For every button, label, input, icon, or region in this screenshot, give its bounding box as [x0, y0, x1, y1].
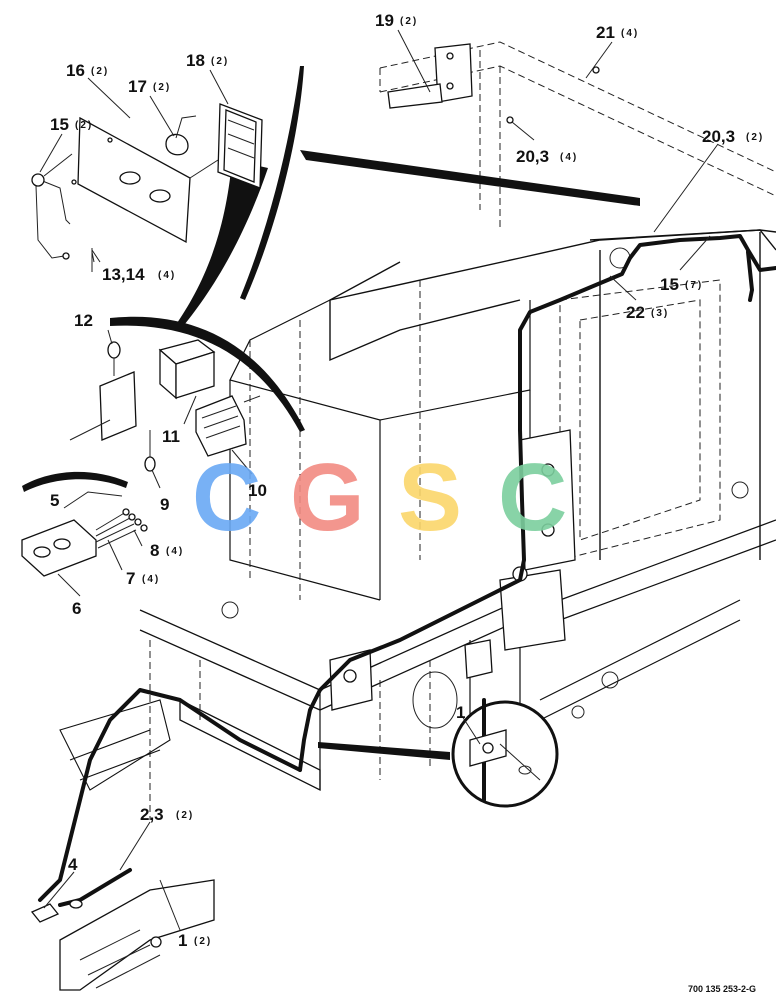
- callout-13-14-qty: (4): [158, 270, 176, 281]
- watermark-letter-4: C: [498, 444, 567, 551]
- watermark-letter-1: C: [192, 444, 261, 551]
- callout-17-qty: (2): [153, 82, 171, 93]
- leader-lines: [39, 29, 719, 931]
- machine-frame: [59, 41, 776, 820]
- watermark-letter-2: G: [290, 444, 365, 551]
- callout-20-3-right: 20,3: [702, 127, 735, 146]
- callout-8-qty: (4): [166, 546, 184, 557]
- callout-15-bracket-qty: (2): [75, 120, 93, 131]
- callout-1-plug: 1: [178, 931, 187, 950]
- callout-15-bracket: 15: [50, 115, 69, 134]
- callout-5: 5: [50, 491, 59, 510]
- callout-2-3: 2,3: [140, 805, 164, 824]
- light-bracket-assembly: [31, 103, 263, 272]
- callout-19: 19: [375, 11, 394, 30]
- callout-7: 7: [126, 569, 135, 588]
- callout-22: 22: [626, 303, 645, 322]
- callout-12: 12: [74, 311, 93, 330]
- callout-20-3-top: 20,3: [516, 147, 549, 166]
- callout-9: 9: [160, 495, 169, 514]
- callout-16-qty: (2): [91, 66, 109, 77]
- callout-18: 18: [186, 51, 205, 70]
- callout-15-harness: 15: [660, 275, 679, 294]
- callout-20-3-right-qty: (2): [746, 132, 764, 143]
- leader-wedges: [22, 66, 640, 760]
- callout-10: 10: [248, 481, 267, 500]
- callout-13-14: 13,14: [102, 265, 145, 284]
- callout-22-qty: (3): [651, 308, 669, 319]
- callout-21-qty: (4): [621, 28, 639, 39]
- callout-2-3-qty: (2): [176, 810, 194, 821]
- watermark-letter-3: S: [398, 444, 462, 551]
- callout-7-qty: (4): [142, 574, 160, 585]
- clamp-detail: [451, 698, 559, 808]
- work-light-assembly: [69, 339, 261, 472]
- callout-17: 17: [128, 77, 147, 96]
- connector-assembly: [21, 508, 148, 577]
- callout-21: 21: [596, 23, 615, 42]
- callout-8: 8: [150, 541, 159, 560]
- callout-4: 4: [68, 855, 78, 874]
- callout-6: 6: [72, 599, 81, 618]
- wiring-harness: [38, 234, 776, 907]
- plug-assembly: [30, 879, 215, 991]
- callout-11: 11: [162, 427, 180, 446]
- callout-18-qty: (2): [211, 56, 229, 67]
- callout-1-plug-qty: (2): [194, 936, 212, 947]
- callout-19-qty: (2): [400, 16, 418, 27]
- callout-20-3-top-qty: (4): [560, 152, 578, 163]
- callout-labels: 19 (2) 21 (4) 16 (2) 18 (2) 17 (2) 15 (2…: [50, 11, 764, 950]
- callout-15-harness-qty: (7): [685, 280, 703, 291]
- callout-1-clamp: 1: [456, 703, 465, 722]
- callout-16: 16: [66, 61, 85, 80]
- watermark-logo: C G S C: [192, 444, 567, 551]
- document-number: 700 135 253-2-G: [688, 984, 756, 994]
